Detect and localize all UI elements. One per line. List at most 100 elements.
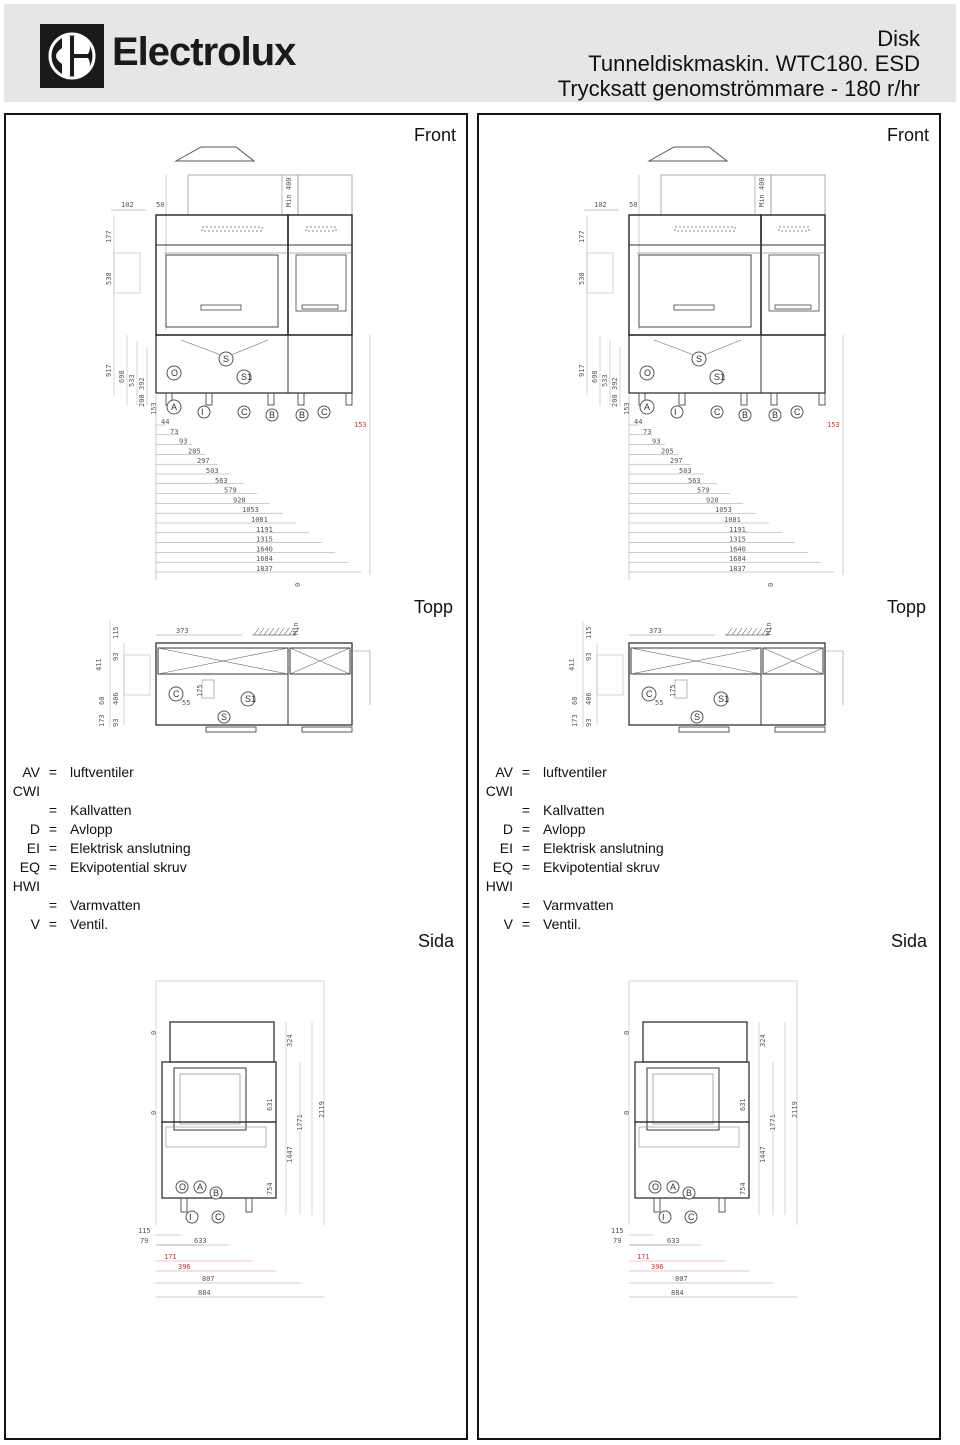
drawing-outline [718, 1197, 726, 1213]
legend-code: V [503, 916, 513, 932]
dimension-label: 73 [643, 428, 651, 436]
title-line-2: Tunneldiskmaskin. WTC180. ESD [588, 51, 920, 76]
drawing-outline [289, 647, 351, 675]
drawing-outline [297, 392, 305, 406]
connection-label: I [674, 407, 677, 417]
drawing-outline [586, 252, 614, 294]
legend-description: Varmvatten [70, 897, 141, 913]
connection-label: B [742, 410, 748, 420]
drawing-outline [770, 392, 778, 406]
connection-marker [658, 1210, 672, 1224]
drawing-outline [200, 304, 242, 311]
drawing-line [180, 339, 222, 356]
drawing-line [263, 627, 270, 636]
connection-label: S1 [714, 372, 725, 382]
connection-marker [209, 1186, 223, 1200]
dimension-label: 115 [138, 1227, 151, 1235]
drawing-outline [205, 726, 257, 733]
dimension-label: 392 [611, 377, 619, 390]
drawing-line [278, 627, 285, 636]
dimension-label: Min [765, 622, 773, 635]
drawing-line [258, 627, 265, 636]
dimension-label: 807 [675, 1275, 688, 1283]
connection-marker [666, 1180, 680, 1194]
legend-code: HWI [12, 878, 40, 894]
drawing-outline [187, 174, 299, 216]
legend-code: CWI [12, 783, 40, 799]
connection-marker [684, 1210, 698, 1224]
dimension-label: 0 [150, 1111, 158, 1115]
legend-equals: = [48, 764, 58, 780]
dimension-label: 920 [706, 496, 719, 504]
dimension-label: 50 [156, 201, 164, 209]
dimension-label: 297 [670, 457, 683, 465]
connection-label: C [173, 689, 180, 699]
dimension-label: 1081 [724, 516, 741, 524]
legend-description: Ekvipotential skruv [70, 859, 187, 875]
dashed-detail [778, 226, 810, 232]
dimension-label: 1684 [729, 555, 746, 563]
dimension-label: 324 [759, 1034, 767, 1047]
drawing-outline [660, 174, 772, 216]
connection-marker [166, 399, 182, 415]
dimension-label: 175 [669, 684, 677, 697]
connection-marker [639, 365, 655, 381]
connection-marker [240, 691, 256, 707]
drawing-line [766, 627, 773, 636]
dimension-label: 579 [224, 487, 237, 495]
connection-label: S1 [718, 694, 729, 704]
title-line-3: Trycksatt genomströmmare - 180 r/hr [557, 76, 920, 101]
connection-marker [211, 1210, 225, 1224]
dimension-label: 396 [178, 1263, 191, 1271]
legend-description: Elektrisk anslutning [70, 840, 191, 856]
legend-equals: = [521, 897, 531, 913]
drawing-outline [297, 174, 353, 216]
connection-marker [166, 365, 182, 381]
dimension-label: 754 [266, 1182, 274, 1195]
dimension-label: 1053 [715, 506, 732, 514]
legend-code: D [502, 821, 513, 837]
legend-code: AV [22, 764, 40, 780]
drawing-outline [768, 254, 820, 312]
connection-marker [217, 710, 231, 724]
dimension-label: 175 [196, 684, 204, 697]
dimension-label: 1640 [729, 545, 746, 553]
drawing-line [268, 627, 275, 636]
dimension-label: 579 [697, 487, 710, 495]
connection-label: C [688, 1212, 695, 1222]
dimension-label: 93 [585, 653, 593, 661]
dimension-label: 0 [767, 583, 775, 587]
drawing-outline [818, 392, 826, 406]
drawing-outline [165, 254, 279, 328]
dimension-label: 533 [601, 374, 609, 387]
connection-marker [175, 1180, 189, 1194]
dimension-label: 884 [198, 1289, 211, 1297]
top-view-label: Topp [414, 597, 454, 617]
legend-code: EI [499, 840, 513, 856]
connection-label: C [321, 407, 328, 417]
drawing-line [230, 339, 269, 356]
connection-marker [690, 710, 704, 724]
connection-marker [682, 1186, 696, 1200]
dimension-label: 1053 [242, 506, 259, 514]
drawing-outline [123, 654, 151, 696]
dimension-label: 373 [176, 627, 189, 635]
dimension-label: 754 [739, 1182, 747, 1195]
legend-equals: = [48, 859, 58, 875]
dimension-label: 1837 [729, 565, 746, 573]
drawing-outline [678, 392, 686, 406]
connection-marker [185, 1210, 199, 1224]
dimension-label: 917 [105, 364, 113, 377]
dimension-label: 55 [182, 699, 190, 707]
dimension-label: 173 [571, 714, 579, 727]
drawing-outline [628, 214, 762, 336]
front-view-label: Front [887, 125, 930, 145]
dimension-label: 631 [266, 1098, 274, 1111]
dimension-label: 93 [179, 438, 187, 446]
connection-label: C [794, 407, 801, 417]
dimension-label: 205 [661, 447, 674, 455]
drawing-line [157, 647, 289, 675]
dashed-detail [305, 226, 337, 232]
